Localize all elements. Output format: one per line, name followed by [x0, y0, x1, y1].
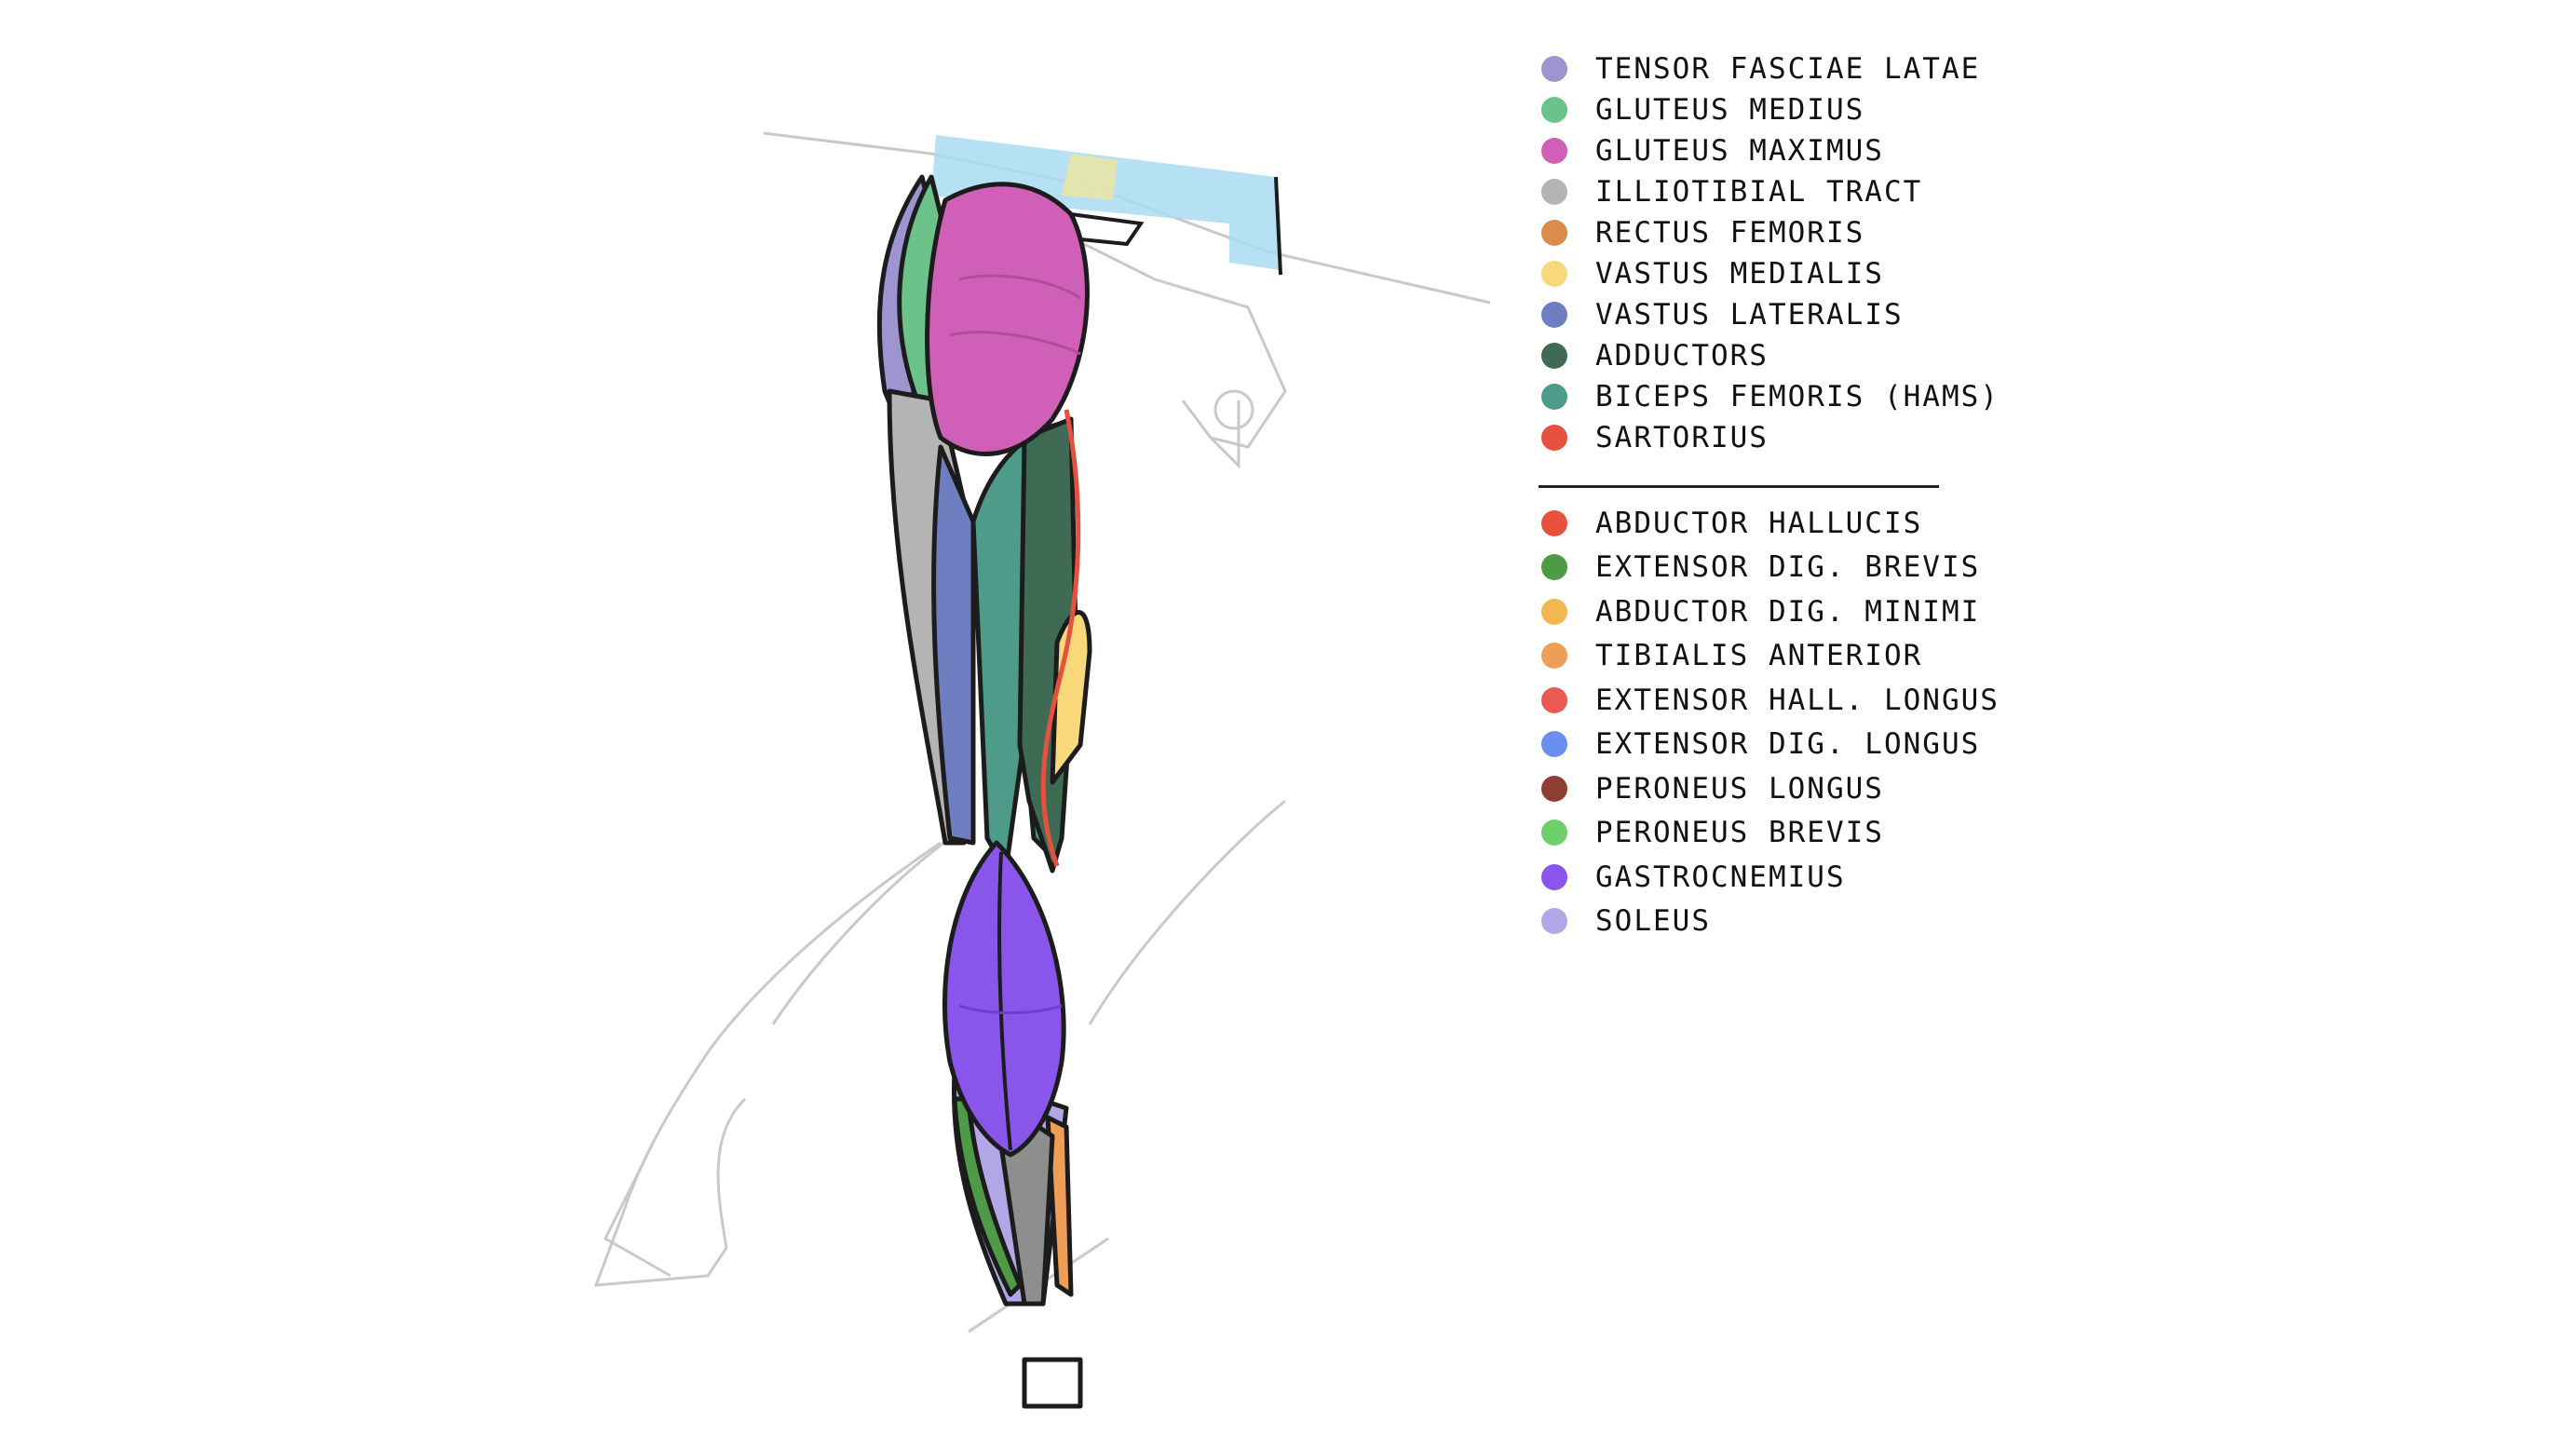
color-swatch — [1541, 56, 1567, 82]
legend-label: Peroneus longus — [1595, 771, 1884, 806]
legend-label: Extensor dig. longus — [1595, 727, 1981, 762]
thigh — [876, 174, 1092, 874]
legend-divider — [1539, 485, 1939, 488]
color-swatch — [1541, 820, 1567, 847]
color-swatch — [1541, 220, 1567, 246]
legend-item: Sartorius — [1541, 417, 2000, 458]
legend-label: Abductor hallucis — [1595, 506, 1923, 540]
legend-item: Biceps femoris (hams) — [1541, 376, 2000, 417]
legend-item: Vastus lateralis — [1541, 294, 2000, 335]
color-swatch — [1541, 97, 1567, 123]
color-swatch — [1541, 643, 1567, 670]
legend-label: Illiotibial tract — [1595, 175, 1923, 209]
legend-label: Extensor hall. longus — [1595, 683, 2000, 717]
color-swatch — [1541, 179, 1567, 205]
legend-item: Rectus femoris — [1541, 212, 2000, 253]
legend-upper-leg-muscles: Tensor fasciae latae Gluteus medius Glut… — [1541, 48, 2000, 458]
legend-item: Vastus medialis — [1541, 253, 2000, 294]
color-swatch — [1541, 863, 1567, 890]
legend-item: Extensor hall. longus — [1541, 678, 2000, 723]
legend-label: Extensor dig. brevis — [1595, 550, 1981, 585]
vastus-medialis-shape — [1050, 610, 1092, 785]
legend-label: Vastus medialis — [1595, 257, 1884, 291]
lower-leg — [942, 840, 1083, 1409]
legend-label: Gluteus maximus — [1595, 134, 1884, 168]
legend-item: Illiotibial tract — [1541, 171, 2000, 212]
legend-item: Tensor fasciae latae — [1541, 48, 2000, 89]
legend-label: Tibialis anterior — [1595, 639, 1923, 673]
legend-label: Adductors — [1595, 339, 1769, 373]
legend-item: Extensor dig. brevis — [1541, 546, 2000, 590]
legend-item: Gastrocnemius — [1541, 855, 2000, 900]
legend-label: Gastrocnemius — [1595, 860, 1846, 894]
color-swatch — [1541, 509, 1567, 536]
legend-item: Abductor hallucis — [1541, 501, 2000, 546]
legend-label: Tensor fasciae latae — [1595, 52, 1981, 86]
legend-label: Rectus femoris — [1595, 216, 1865, 250]
vastus-lateralis-shape — [931, 444, 976, 846]
color-swatch — [1541, 138, 1567, 164]
legend-label: Biceps femoris (hams) — [1595, 380, 2000, 413]
color-swatch — [1541, 343, 1567, 369]
legend-label: Gluteus medius — [1595, 93, 1865, 127]
legend-label: Abductor dig. minimi — [1595, 594, 1981, 629]
legend-label: Peroneus brevis — [1595, 816, 1884, 850]
color-swatch — [1541, 384, 1567, 410]
gastrocnemius-shape — [942, 840, 1066, 1158]
color-swatch — [1541, 598, 1567, 625]
color-swatch — [1541, 302, 1567, 328]
legend-item: Soleus — [1541, 900, 2000, 944]
legend-item: Gluteus medius — [1541, 89, 2000, 130]
legend-item: Gluteus maximus — [1541, 130, 2000, 171]
color-swatch — [1541, 261, 1567, 287]
legend-item: Adductors — [1541, 335, 2000, 376]
legend-label: Soleus — [1595, 904, 1711, 939]
legend-item: Extensor dig. longus — [1541, 723, 2000, 767]
legend-item: Peroneus longus — [1541, 766, 2000, 811]
color-swatch — [1541, 425, 1567, 451]
legend-lower-leg-muscles: Abductor hallucis Extensor dig. brevis A… — [1541, 501, 2000, 943]
legend-item: Peroneus brevis — [1541, 811, 2000, 856]
legend-item: Tibialis anterior — [1541, 634, 2000, 679]
color-swatch — [1541, 908, 1567, 935]
color-swatch — [1541, 686, 1567, 713]
legend-item: Abductor dig. minimi — [1541, 589, 2000, 634]
color-swatch — [1541, 731, 1567, 758]
legend-label: Sartorius — [1595, 421, 1769, 454]
color-swatch — [1541, 554, 1567, 581]
gluteus-maximus-shape — [925, 182, 1090, 456]
color-swatch — [1541, 775, 1567, 802]
legend-label: Vastus lateralis — [1595, 298, 1904, 332]
sartorius-shape — [1040, 409, 1081, 867]
